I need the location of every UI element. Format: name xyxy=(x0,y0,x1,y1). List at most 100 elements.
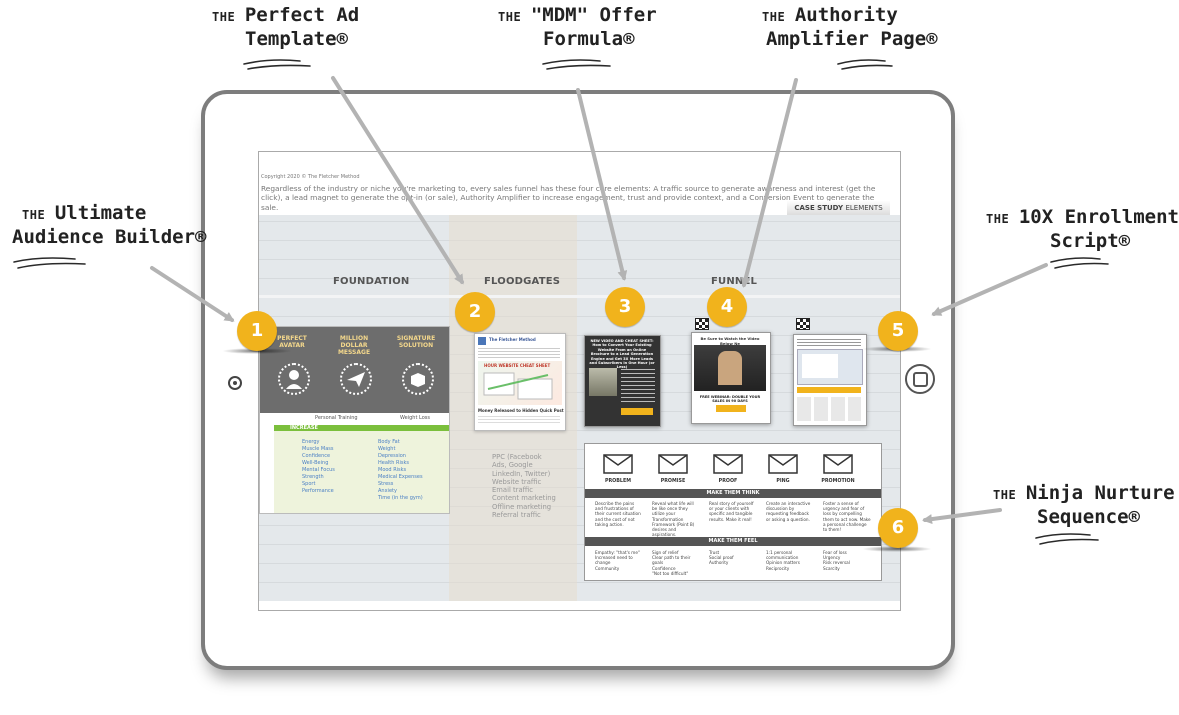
callout-the: THE xyxy=(762,10,786,24)
section-funnel: FUNNEL xyxy=(711,276,758,287)
label-ping: PING xyxy=(776,479,790,484)
authority-headline: Be Sure to Watch the Video Below Ne xyxy=(700,336,760,346)
label-promise: PROMISE xyxy=(660,479,686,484)
callout-title-line1: "MDM" Offer xyxy=(530,4,657,26)
list-item: Community xyxy=(595,565,620,571)
list-item: Increased need to change xyxy=(595,555,633,566)
case-study-label: CASE STUDY xyxy=(794,204,844,212)
callout-title-line1: Authority xyxy=(794,4,898,26)
badge-1: 1 xyxy=(237,311,277,351)
callout-title-line2: Sequence® xyxy=(1037,505,1140,528)
callout-the: THE xyxy=(498,10,522,24)
row-personal-training: Personal Training xyxy=(315,415,358,421)
enrollment-cta-button[interactable] xyxy=(797,387,861,393)
list-item: PPC (Facebook xyxy=(492,453,542,461)
video-player[interactable] xyxy=(694,345,766,391)
envelope-icon xyxy=(823,454,853,474)
enrollment-headline xyxy=(797,338,861,346)
list-item: Strength xyxy=(302,474,324,480)
arrow-audience xyxy=(150,266,235,322)
underline-ad xyxy=(243,59,311,70)
benefits-list: Energy Muscle Mass Confidence Well-Being… xyxy=(302,439,335,495)
underline-enroll xyxy=(1050,257,1109,269)
home-button[interactable] xyxy=(905,364,935,394)
callout-audience-builder: THE Ultimate Audience Builder® xyxy=(12,203,206,248)
offer-cta-button[interactable] xyxy=(621,408,653,415)
list-item: Sport xyxy=(302,481,316,487)
list-item: Health Risks xyxy=(378,460,409,466)
camera-icon xyxy=(228,376,242,390)
intro-paragraph: Regardless of the industry or niche you'… xyxy=(261,184,876,212)
feel-col-promise: Sign of relief Clear path to their goals… xyxy=(652,550,700,576)
foundation-header: PERFECT AVATAR MILLION DOLLAR MESSAGE SI… xyxy=(260,327,449,413)
authority-cta-button[interactable] xyxy=(716,405,746,412)
label-promotion: PROMOTION xyxy=(821,479,855,484)
list-item: LinkedIn, Twitter) xyxy=(492,469,551,478)
arrow-enroll xyxy=(931,263,1048,316)
underline-nurture xyxy=(1035,533,1099,545)
list-item: Muscle Mass xyxy=(302,446,334,452)
presenter-image xyxy=(718,351,742,385)
list-item: Medical Expenses xyxy=(378,474,423,480)
callout-the: THE xyxy=(212,10,236,24)
list-item: Authority xyxy=(709,560,729,566)
increase-label: INCREASE xyxy=(290,425,318,431)
list-item: Reciprocity xyxy=(766,565,790,571)
think-col-proof: Real story of yourself or your clients w… xyxy=(709,501,754,522)
ad-image: HOUR WEBSITE CHEAT SHEET xyxy=(478,361,562,405)
avatar xyxy=(478,337,486,345)
section-floodgates: FLOODGATES xyxy=(484,276,561,287)
badge-5: 5 xyxy=(878,311,918,351)
envelope-icon xyxy=(658,454,688,474)
copyright-text: Copyright 2020 © The Fletcher Method xyxy=(261,174,360,180)
ad-footer: Money Released to Hidden Quick Post xyxy=(478,408,564,413)
ad-template-card: The Fletcher Method HOUR WEBSITE CHEAT S… xyxy=(474,333,566,431)
offer-photo xyxy=(589,368,617,396)
envelope-icon xyxy=(713,454,743,474)
list-item: Clear path to their goals xyxy=(652,555,691,566)
list-item: Mood Risks xyxy=(378,467,407,473)
ad-footer-lines xyxy=(478,415,560,423)
callout-title-line1: Perfect Ad xyxy=(244,4,360,26)
list-item: 1:1 personal communication xyxy=(766,550,799,561)
list-item: Sign of relief xyxy=(652,550,679,555)
arrow-ad xyxy=(331,76,464,285)
label-problem: PROBLEM xyxy=(604,479,632,484)
callout-perfect-ad: THE Perfect Ad Template® xyxy=(212,4,360,50)
row-weight-loss: Weight Loss xyxy=(400,415,430,421)
badge-4: 4 xyxy=(707,287,747,327)
million-dollar-message-title: MILLION DOLLAR MESSAGE xyxy=(337,335,371,356)
offer-headline: NEW VIDEO AND CHEAT SHEET: How to Conver… xyxy=(589,339,655,369)
make-them-think-bar: MAKE THEM THINK xyxy=(585,489,881,498)
underline-audience xyxy=(13,257,86,269)
list-item: Depression xyxy=(378,453,406,459)
arrow-mdm xyxy=(576,88,628,281)
list-item: Content marketing xyxy=(492,494,556,503)
foundation-table-header xyxy=(274,425,449,431)
think-col-promotion: Foster a sense of urgency and fear of lo… xyxy=(823,501,871,533)
callout-the: THE xyxy=(22,208,46,222)
list-item: Ads, Google xyxy=(492,461,533,470)
ad-banner: HOUR WEBSITE CHEAT SHEET xyxy=(484,363,551,368)
list-item: Risk reversal xyxy=(823,560,850,566)
traffic-sources-list: PPC (Facebook Ads, Google LinkedIn, Twit… xyxy=(492,453,556,519)
checkered-flag-icon xyxy=(796,318,810,330)
case-study-tab: CASE STUDY ELEMENTS xyxy=(787,201,890,215)
list-item: Website traffic xyxy=(492,477,542,486)
list-item: Time (in the gym) xyxy=(378,495,423,501)
checkered-flag-icon xyxy=(695,318,709,330)
case-study-elements-label: ELEMENTS xyxy=(845,204,883,212)
feel-col-problem: Empathy: "that's me" Increased need to c… xyxy=(595,550,643,571)
badge-3: 3 xyxy=(605,287,645,327)
decrease-list: Body Fat Weight Depression Health Risks … xyxy=(378,439,423,502)
section-foundation: FOUNDATION xyxy=(333,276,410,287)
feel-col-proof: Trust Social proof Authority xyxy=(709,550,757,566)
list-item: Anxiety xyxy=(378,488,397,494)
list-item: Referral traffic xyxy=(492,511,541,520)
list-item: Empathy: "that's me" xyxy=(595,550,640,555)
enrollment-screenshot-inner xyxy=(802,354,838,378)
arrow-authority xyxy=(740,78,798,288)
label-proof: PROOF xyxy=(718,479,738,484)
list-item: Energy xyxy=(302,439,320,445)
